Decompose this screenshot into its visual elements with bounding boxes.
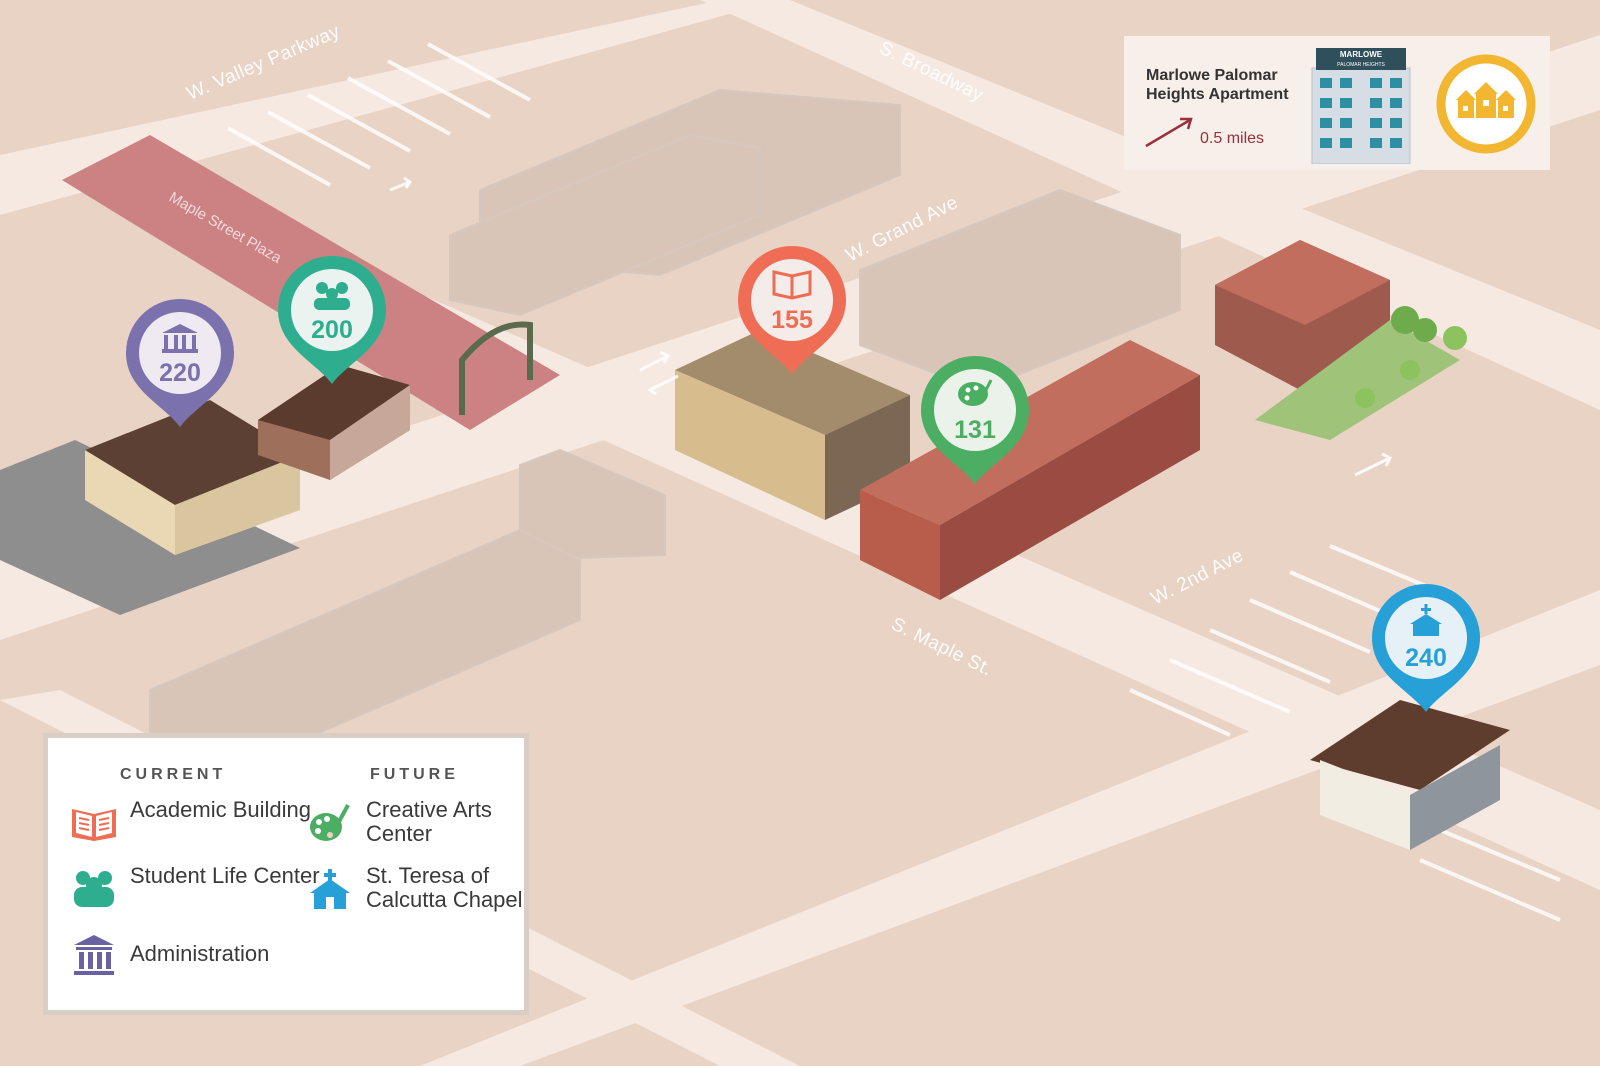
apartment-building-illustration: MARLOWE PALOMAR HEIGHTS: [1311, 48, 1411, 164]
pin-number: 155: [771, 306, 813, 334]
creative-arts-building[interactable]: [860, 240, 1390, 600]
legend-item-administration[interactable]: Administration: [66, 930, 320, 980]
church-icon: [1410, 604, 1442, 636]
legend-heading-future: FUTURE: [370, 766, 459, 783]
book-icon: [72, 809, 116, 841]
legend-heading-current: CURRENT: [120, 766, 227, 783]
legend-item-creative-arts[interactable]: Creative Arts Center: [302, 798, 556, 848]
legend-label-administration: Administration: [130, 941, 270, 966]
apartment-sign-subtitle: PALOMAR HEIGHTS: [1337, 62, 1385, 68]
student-life-building[interactable]: [258, 365, 410, 480]
distance-arrow-icon: [1145, 117, 1193, 148]
apartment-badge: [1436, 54, 1536, 154]
parking-lot-north: [227, 42, 531, 187]
pin-academic[interactable]: 155: [738, 246, 846, 374]
map-legend: CURRENT FUTURE Academic Building Student…: [43, 733, 529, 1015]
pin-creative-arts[interactable]: 131: [921, 356, 1029, 484]
book-icon: [772, 270, 812, 300]
legend-item-student-life[interactable]: Student Life Center: [66, 864, 320, 914]
apartment-card[interactable]: Marlowe Palomar Heights Apartment 0.5 mi…: [1124, 36, 1550, 170]
apartment-distance: 0.5 miles: [1200, 130, 1265, 147]
garden: [1255, 306, 1467, 440]
pin-student-life[interactable]: 200: [278, 256, 386, 384]
bank-icon: [162, 324, 198, 353]
apartment-sign-title: MARLOWE: [1340, 50, 1383, 59]
chapel-building[interactable]: [1310, 700, 1510, 850]
legend-item-chapel[interactable]: St. Teresa of Calcutta Chapel: [302, 864, 556, 914]
administration-building[interactable]: [0, 400, 300, 615]
plaza-arch: [459, 321, 533, 415]
palette-icon: [310, 804, 350, 841]
people-icon: [74, 871, 114, 907]
church-icon: [310, 869, 350, 909]
legend-label-student-life: Student Life Center: [130, 863, 320, 888]
pin-number: 220: [159, 359, 201, 387]
pin-number: 200: [311, 316, 353, 344]
legend-label-creative-arts: Creative Arts Center: [366, 797, 492, 846]
people-icon: [314, 282, 350, 310]
bank-icon: [74, 935, 114, 975]
apartment-name: Marlowe Palomar Heights Apartment: [1146, 67, 1289, 103]
direction-arrows: [389, 176, 1393, 477]
legend-label-chapel: St. Teresa of Calcutta Chapel: [366, 863, 523, 912]
legend-label-academic: Academic Building: [130, 797, 311, 822]
parking-lot-southeast: [1129, 544, 1561, 922]
pin-number: 240: [1405, 644, 1447, 672]
pin-administration[interactable]: 220: [126, 299, 234, 427]
palette-icon: [958, 379, 993, 406]
pin-number: 131: [954, 416, 996, 444]
legend-item-academic[interactable]: Academic Building: [66, 798, 320, 848]
pin-chapel[interactable]: 240: [1372, 584, 1480, 712]
